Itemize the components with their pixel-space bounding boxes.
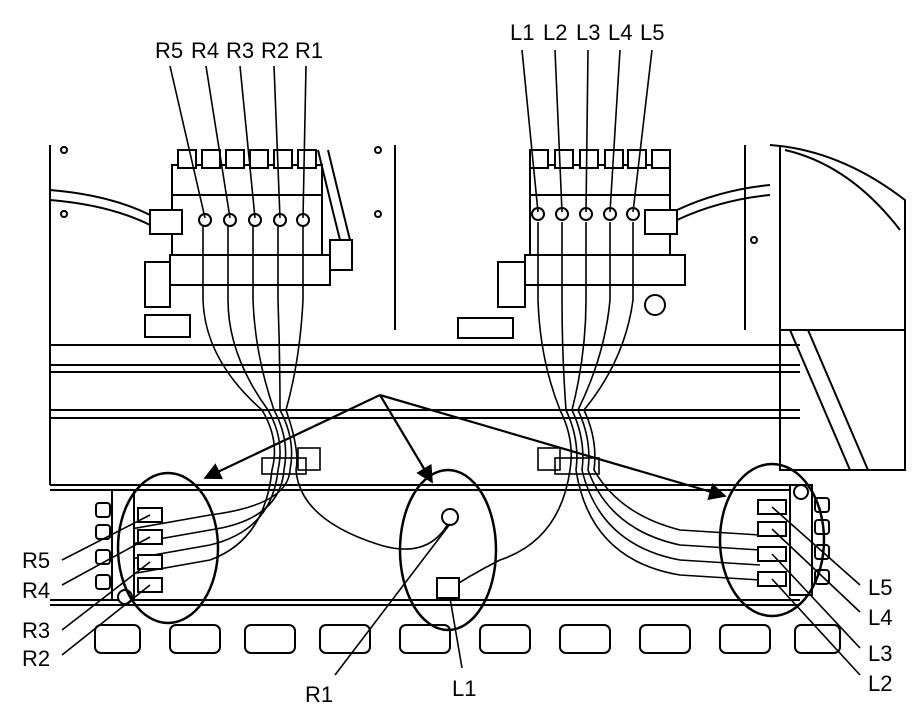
highlight-ellipses [116, 462, 826, 632]
label-side-r5: R5 [22, 548, 51, 573]
manifold-right [144, 149, 331, 338]
label-bottom-l1: L1 [452, 676, 477, 701]
label-side-r4: R4 [22, 578, 51, 603]
label-top-r3: R3 [226, 38, 255, 63]
label-top-r4: R4 [191, 38, 220, 63]
label-side-r3: R3 [22, 618, 51, 643]
leader-lines [61, 49, 861, 676]
label-top-r5: R5 [155, 38, 184, 63]
label-top-l2: L2 [543, 20, 568, 45]
fitting-block-left [757, 484, 830, 596]
label-side-l3: L3 [868, 641, 893, 666]
manifold-left [457, 149, 686, 339]
center-fitting [436, 508, 460, 599]
fitting-block-right [95, 489, 163, 605]
machine-frame [49, 145, 800, 606]
label-side-r2: R2 [22, 646, 51, 671]
bolt-row [94, 624, 841, 654]
label-top-l4: L4 [608, 20, 633, 45]
label-bottom-r1: R1 [305, 682, 334, 707]
label-side-l5: L5 [868, 575, 893, 600]
label-top-l1: L1 [510, 20, 535, 45]
label-top-l5: L5 [640, 20, 665, 45]
label-side-l2: L2 [868, 671, 893, 696]
hose-bundle-left [439, 222, 761, 596]
label-top-r2: R2 [261, 38, 290, 63]
callout-arrows [203, 393, 727, 500]
label-side-l4: L4 [868, 605, 893, 630]
drum [769, 144, 906, 471]
supply-lines [49, 149, 771, 271]
label-top-l3: L3 [576, 20, 601, 45]
label-top-r1: R1 [295, 38, 324, 63]
